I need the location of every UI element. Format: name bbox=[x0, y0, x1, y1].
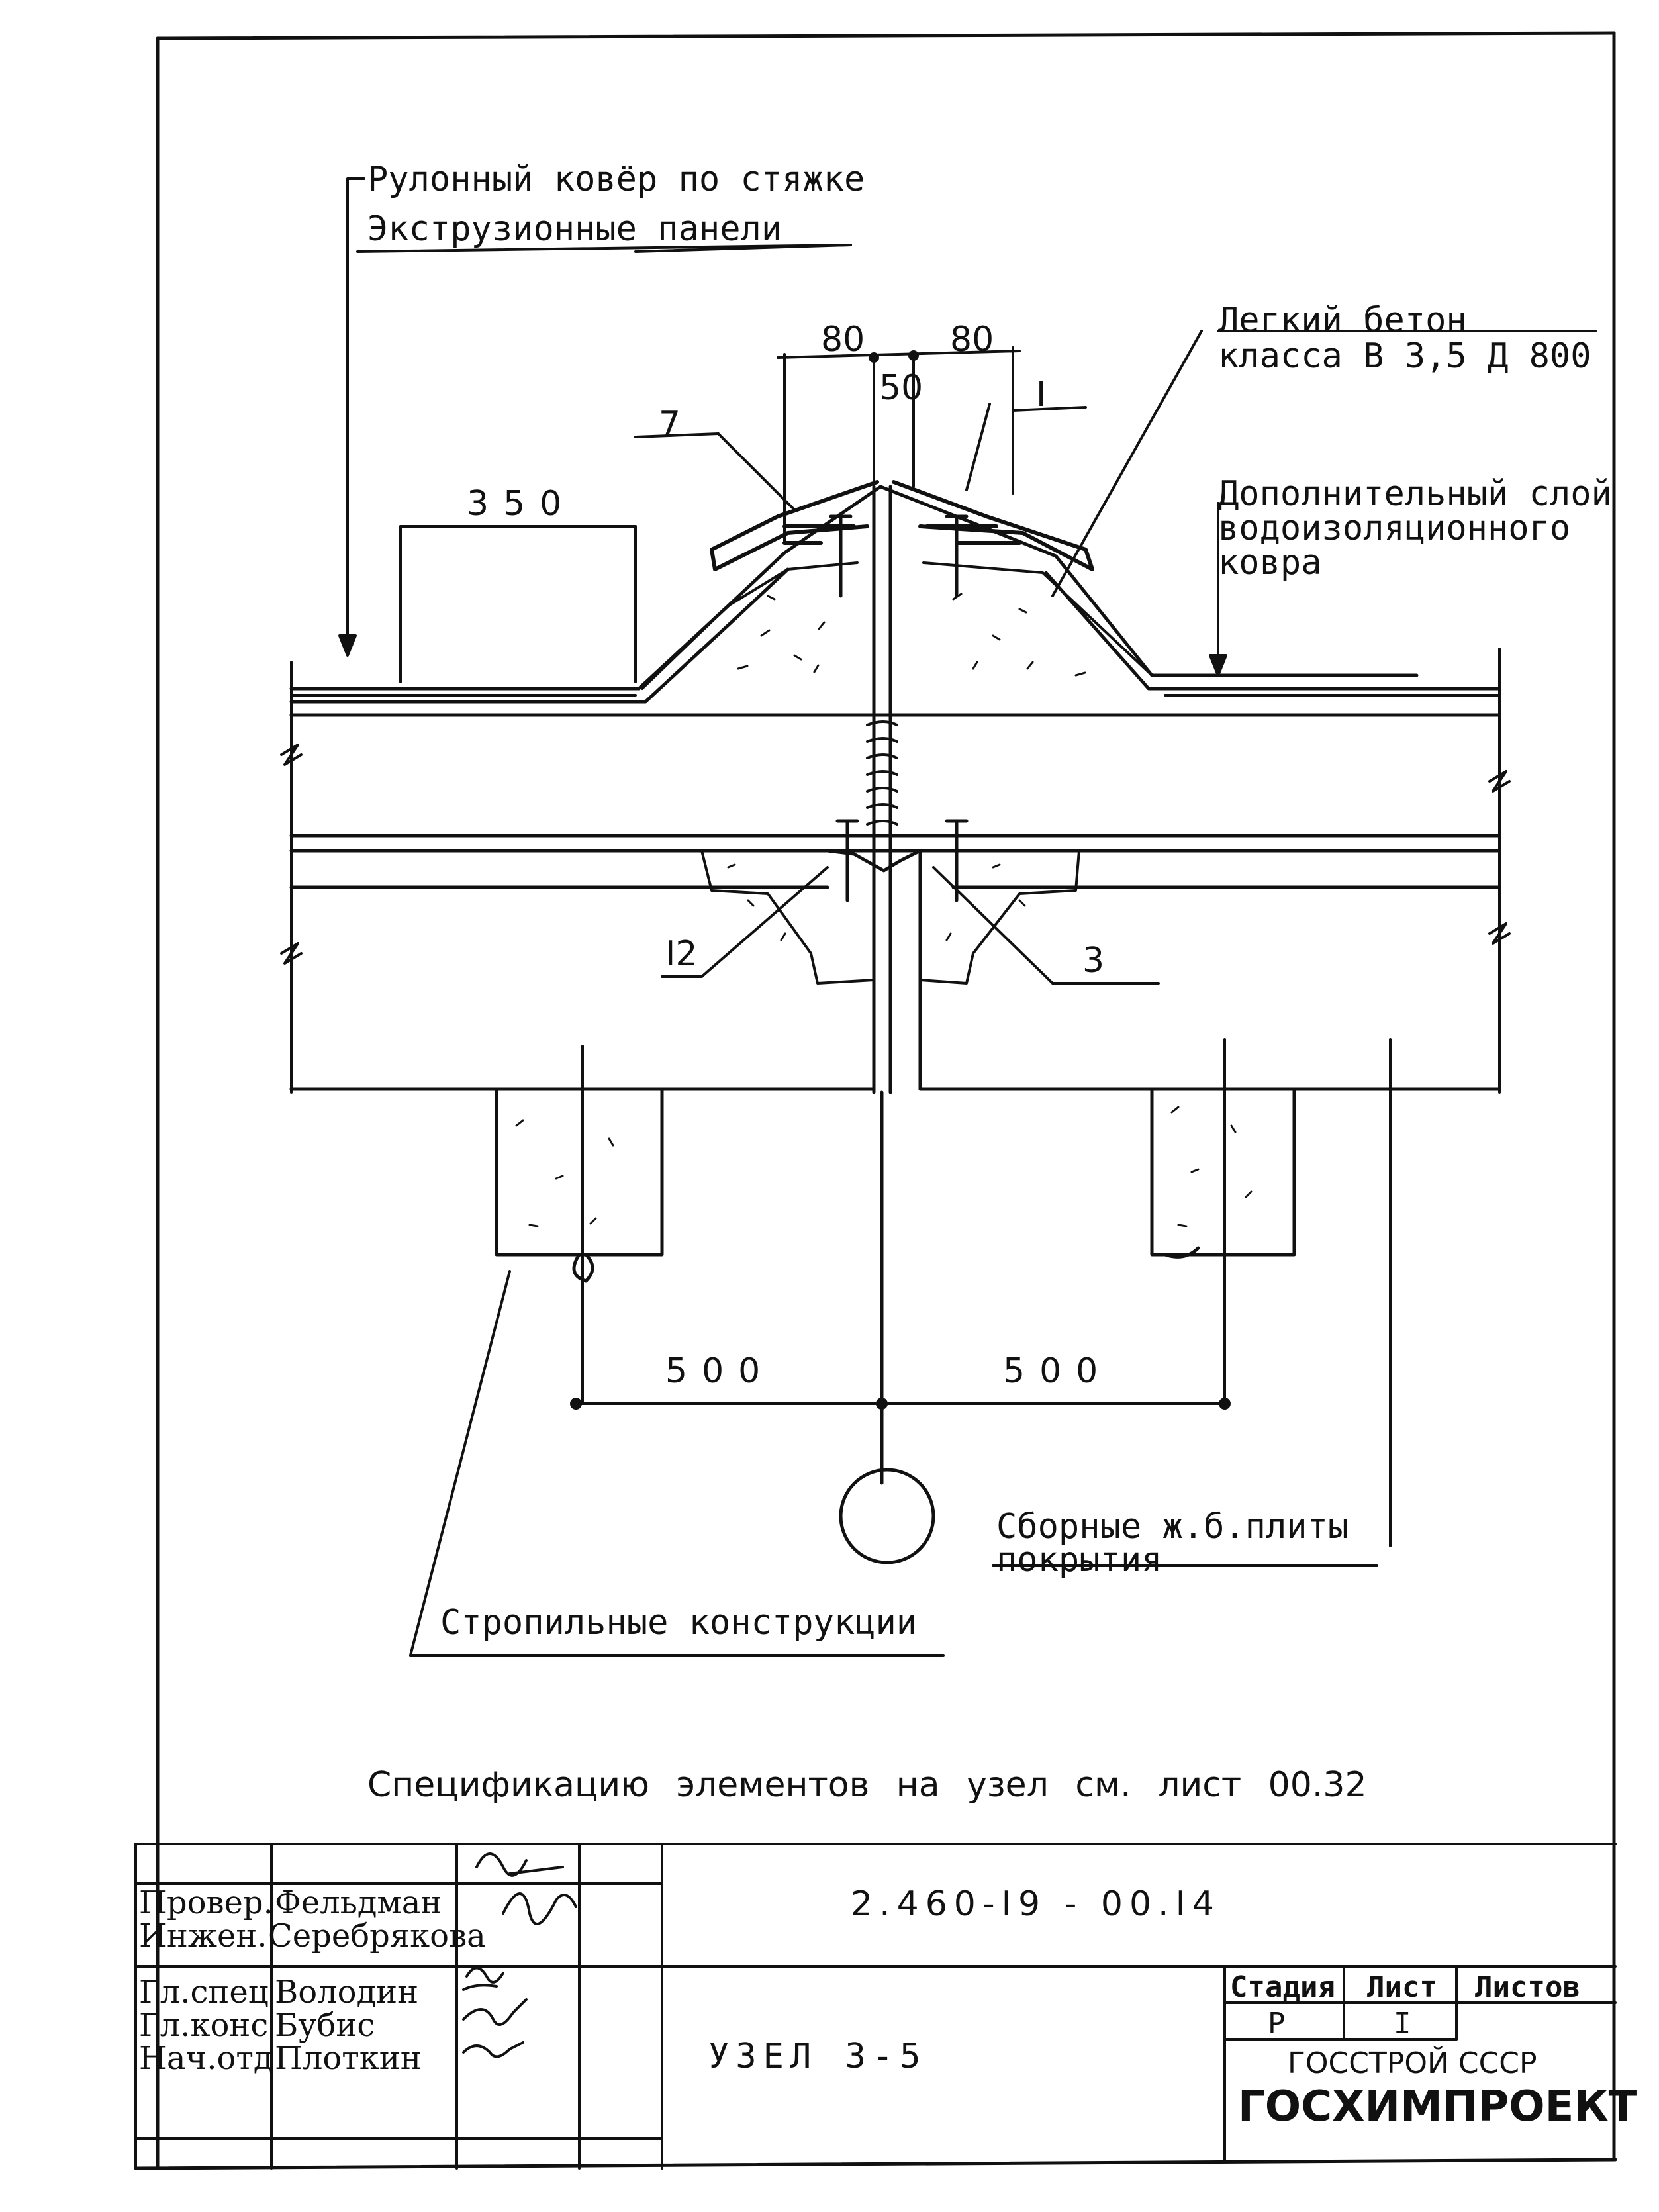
central-rod bbox=[872, 485, 892, 1485]
roll-carpet bbox=[289, 485, 1501, 704]
extra-layer-label-1: Дополнительный слой bbox=[1218, 474, 1612, 514]
staff-name-4: Бубис bbox=[275, 2007, 375, 2044]
marker-12: I2 bbox=[665, 934, 698, 974]
rafters-label: Стропильные конструкции bbox=[440, 1603, 918, 1643]
title-block-grid bbox=[134, 1843, 1617, 2170]
leader-lines bbox=[346, 177, 1597, 1657]
signatures bbox=[462, 1852, 577, 2058]
staff-role-1: Провер. bbox=[139, 1884, 273, 1921]
rod-spring bbox=[866, 720, 898, 826]
sheet-code: 2.460-I9 - 00.I4 bbox=[851, 1884, 1221, 1924]
concrete-hatching bbox=[515, 593, 1253, 1227]
sheet-frame bbox=[134, 31, 1617, 2170]
staff-name-1: Фельдман bbox=[275, 1884, 442, 1921]
extra-layer-label-2: водоизоляционного bbox=[1218, 508, 1571, 548]
arrow-heads bbox=[338, 350, 1231, 1410]
sheets-header: Листов bbox=[1475, 1970, 1580, 2004]
staff-name-2: Серебрякова bbox=[268, 1917, 486, 1954]
precast-slabs-label-2: покрытия bbox=[996, 1540, 1162, 1580]
rafter-supports bbox=[495, 1087, 1296, 1283]
dimension-500-left: 500 bbox=[665, 1351, 775, 1391]
dimension-50: 50 bbox=[879, 368, 924, 408]
ridge-beam-symbol bbox=[839, 1468, 935, 1564]
sheet-header: Лист bbox=[1367, 1970, 1437, 2004]
extrusion-panels-label: Экструзионные панели bbox=[367, 209, 782, 249]
dimension-80-right: 80 bbox=[950, 320, 994, 360]
stage-header: Стадия bbox=[1230, 1970, 1335, 2004]
staff-role-4: Гл.конс bbox=[139, 2007, 269, 2044]
precast-slabs-label-1: Сборные ж.б.плиты bbox=[996, 1507, 1349, 1547]
staff-name-3: Володин bbox=[275, 1974, 419, 2011]
concrete-ridge bbox=[641, 561, 1153, 690]
break-symbols bbox=[280, 648, 1511, 1094]
org-line-2: ГОСХИМПРОЕКТ bbox=[1238, 2082, 1638, 2131]
node-title: УЗЕЛ 3-5 bbox=[708, 2037, 927, 2076]
staff-role-2: Инжен. bbox=[139, 1917, 267, 1954]
marker-1: I bbox=[1036, 375, 1047, 414]
dimension-lines bbox=[399, 346, 1226, 1405]
sheet-value: I bbox=[1394, 2007, 1411, 2041]
extrusion-panels bbox=[289, 713, 1501, 853]
dimension-500-right: 500 bbox=[1003, 1351, 1113, 1391]
light-concrete-label-2: класса В 3,5 Д 800 bbox=[1218, 336, 1591, 376]
dimension-80-left: 80 bbox=[821, 320, 865, 360]
dimension-350: 350 bbox=[467, 484, 577, 524]
light-concrete-label-1: Легкий бетон bbox=[1218, 301, 1467, 340]
marker-7: 7 bbox=[659, 405, 681, 444]
staff-role-5: Нач.отд bbox=[139, 2040, 273, 2077]
roll-carpet-label: Рулонный ковёр по стяжке bbox=[367, 160, 865, 199]
staff-name-5: Плоткин bbox=[275, 2040, 422, 2077]
marker-3: 3 bbox=[1082, 941, 1105, 981]
extra-layer-label-3: ковра bbox=[1218, 543, 1322, 583]
org-line-1: ГОССТРОЙ СССР bbox=[1288, 2046, 1537, 2080]
stage-value: Р bbox=[1268, 2007, 1286, 2041]
anchor-bolts bbox=[829, 514, 969, 902]
staff-role-3: Гл.спец bbox=[139, 1974, 269, 2011]
specification-note: Спецификацию элементов на узел см. лист … bbox=[367, 1765, 1367, 1805]
precast-slabs bbox=[289, 849, 1501, 1091]
